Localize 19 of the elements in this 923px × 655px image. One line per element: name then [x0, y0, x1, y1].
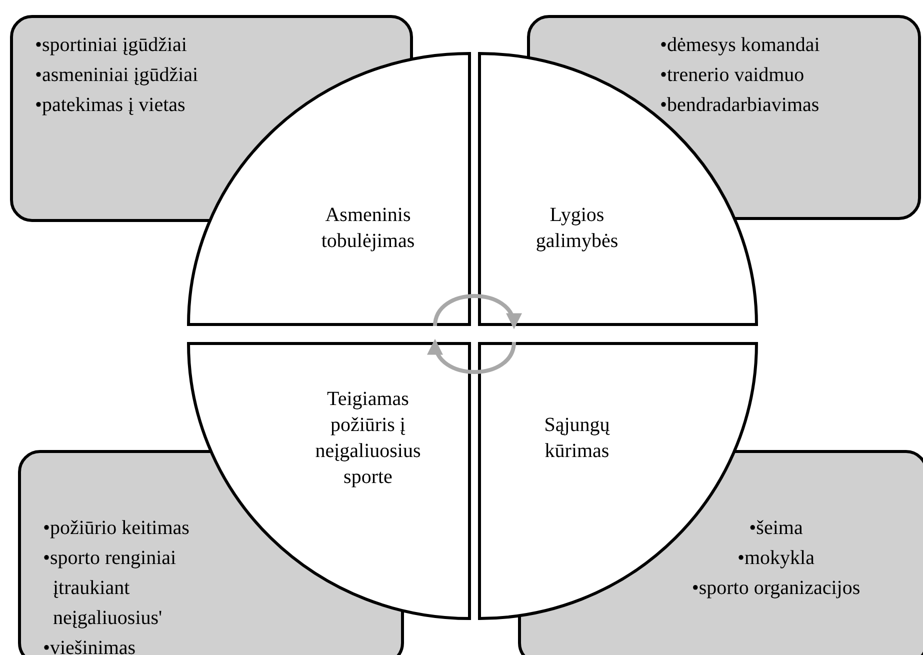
list-item: •patekimas į vietas	[35, 93, 186, 118]
quadrant-title: Asmeninis tobulėjimas	[320, 203, 416, 254]
list-item: •mokykla	[736, 546, 816, 571]
cycle-arrow	[433, 294, 520, 330]
quadrant-shape	[187, 342, 471, 620]
list-item: •sporto renginiai įtraukiant neįgaliuosius'	[43, 546, 178, 631]
list-item: •bendradarbiavimas	[660, 93, 820, 118]
quadrant-title: Sąjungų kūrimas	[543, 413, 611, 464]
list-item: •trenerio vaidmuo	[660, 63, 806, 88]
list-item: •sportiniai įgūdžiai	[35, 33, 188, 58]
list-item: •asmeniniai įgūdžiai	[35, 63, 198, 88]
list-item: •viešinimas	[43, 636, 137, 655]
list-item: •šeima	[748, 516, 804, 541]
quadrant-title: Teigiamas požiūris į neįgaliuosius sporte	[314, 387, 422, 490]
list-item: •sporto organizacijos	[690, 576, 862, 601]
list-item: •dėmesys komandai	[660, 33, 820, 58]
cycle-arrow	[429, 338, 516, 374]
list-item: •požiūrio keitimas	[43, 516, 190, 541]
quadrant-title: Lygios galimybės	[534, 203, 620, 254]
